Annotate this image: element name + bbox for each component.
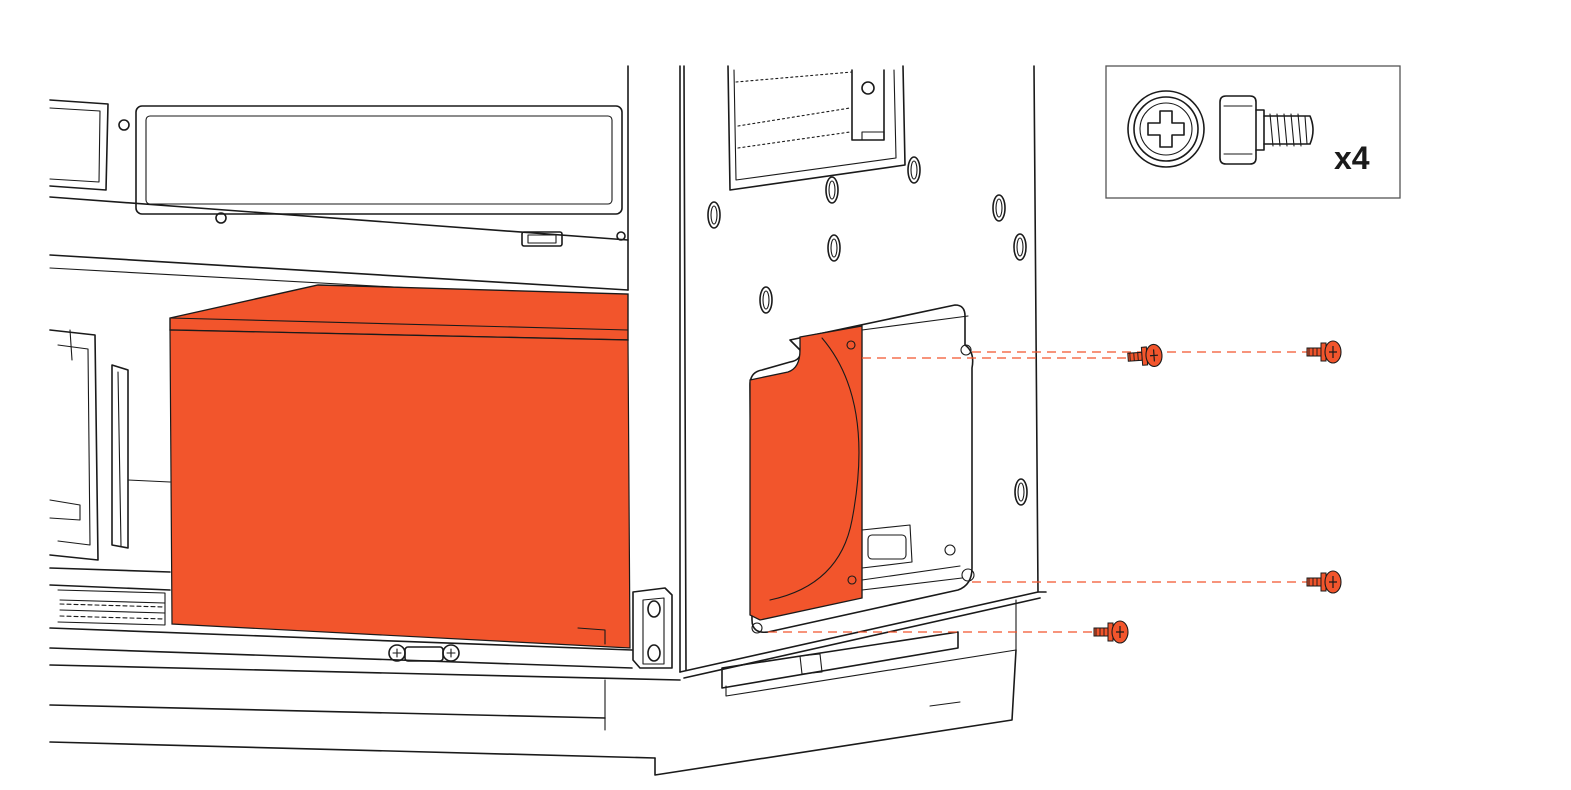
psu-cutout — [749, 304, 974, 634]
screw-callout: x4 — [1105, 65, 1401, 199]
psu-front-face — [169, 329, 631, 649]
drive-slot — [135, 105, 623, 215]
panel-holes — [707, 156, 1028, 506]
screw — [1306, 340, 1342, 364]
psu-top-face — [169, 284, 629, 341]
case-side-panel — [627, 65, 1047, 776]
callout-frame — [1105, 65, 1401, 199]
screw — [1306, 570, 1342, 594]
case-interior — [49, 99, 681, 759]
psu-back-face — [749, 325, 863, 621]
screw — [1093, 620, 1129, 644]
screw-head-icon — [1127, 90, 1205, 168]
quantity-label: x4 — [1334, 140, 1370, 176]
screw-side-icon — [1219, 95, 1314, 165]
power-supply-unit — [169, 284, 631, 649]
screw — [1127, 343, 1163, 367]
vent-grille — [735, 71, 853, 149]
